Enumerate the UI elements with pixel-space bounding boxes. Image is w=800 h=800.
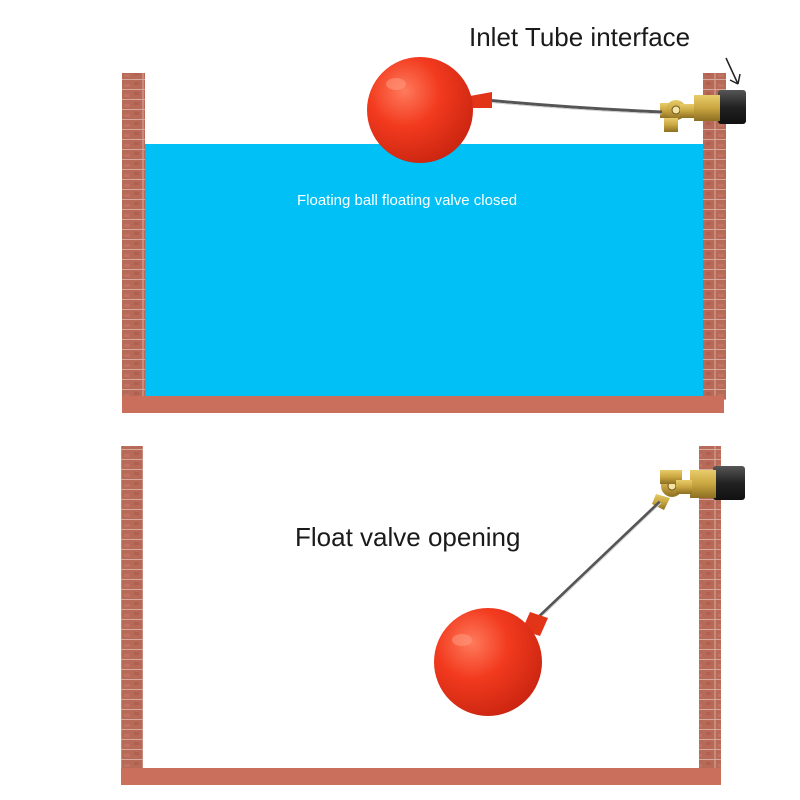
brass-valve-icon [660, 95, 720, 132]
open-state-label: Float valve opening [295, 522, 521, 552]
water-body [145, 144, 703, 396]
inlet-pipe [713, 466, 745, 500]
right-brick-wall [703, 73, 726, 400]
left-brick-wall [121, 446, 143, 770]
float-ball-icon [434, 608, 548, 716]
tank-floor [122, 396, 724, 413]
float-arm [485, 98, 663, 114]
closed-tank [122, 57, 746, 413]
open-tank [121, 446, 745, 785]
inlet-pipe [718, 90, 746, 124]
closed-state-label: Floating ball floating valve closed [297, 192, 518, 209]
float-arm [538, 500, 662, 618]
pointer-arrow-icon [725, 57, 741, 85]
right-brick-wall [699, 446, 721, 770]
inlet-tube-label: Inlet Tube interface [469, 22, 691, 52]
brass-valve-icon [652, 470, 716, 510]
left-brick-wall [122, 73, 145, 400]
float-ball-icon [367, 57, 492, 163]
tank-floor [121, 768, 721, 785]
